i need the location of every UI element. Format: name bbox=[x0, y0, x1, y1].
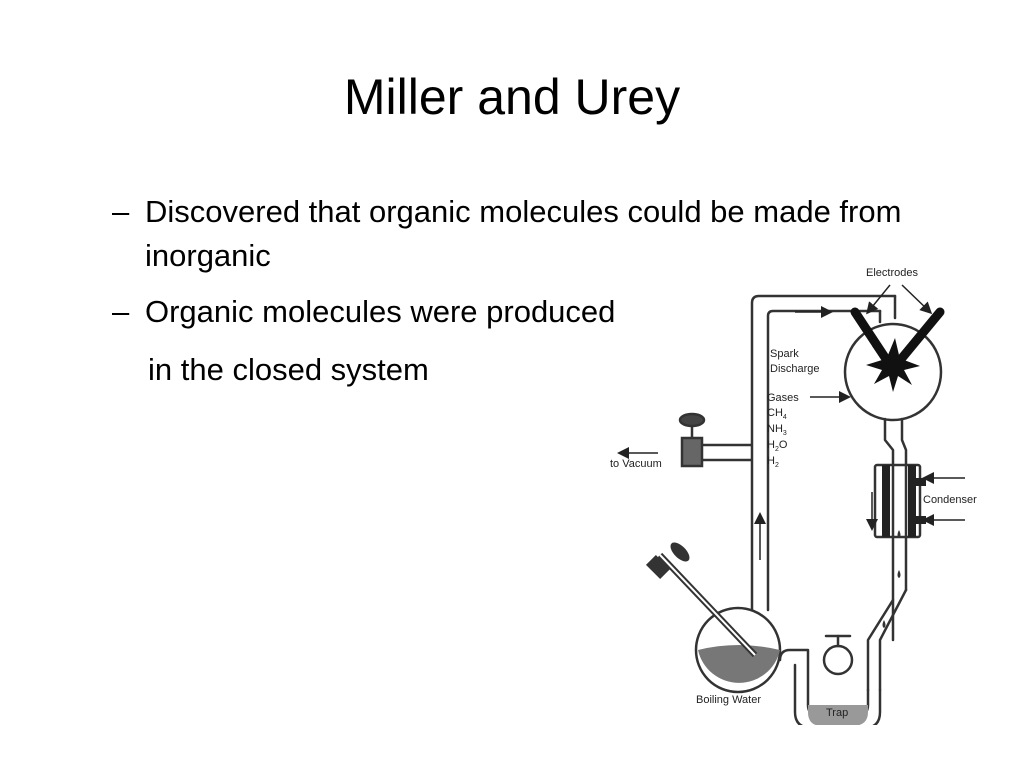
bullet-continuation: in the closed system bbox=[148, 352, 429, 387]
condenser-jacket bbox=[873, 463, 922, 539]
electrodes-label: Electrodes bbox=[866, 267, 918, 279]
condenser-label: Condenser bbox=[923, 494, 977, 506]
bullet-text: Discovered that organic molecules could … bbox=[145, 194, 902, 273]
bullet-dash: – bbox=[112, 294, 130, 329]
spark-icon bbox=[866, 338, 920, 392]
gas-ch4-label: CH4 bbox=[767, 407, 787, 421]
trap-label: Trap bbox=[826, 707, 848, 719]
bullet-dash: – bbox=[112, 194, 130, 229]
slide-title: Miller and Urey bbox=[343, 69, 681, 125]
left-tube-outer bbox=[750, 294, 897, 612]
boiling-water-label: Boiling Water bbox=[696, 694, 761, 706]
bullet-list: – Discovered that organic molecules coul… bbox=[112, 190, 972, 392]
bullet-text: Organic molecules were produced bbox=[145, 294, 616, 329]
miller-urey-apparatus-diagram: Electrodes Spark Discharge Gases CH4 NH3… bbox=[610, 267, 977, 725]
discharge-label: Discharge bbox=[770, 363, 820, 375]
vacuum-label: to Vacuum bbox=[610, 458, 662, 470]
bullet-item: – Organic molecules were produced bbox=[112, 290, 972, 334]
spark-label: Spark bbox=[770, 348, 799, 360]
bullet-item: – Discovered that organic molecules coul… bbox=[112, 190, 972, 278]
gases-label: Gases bbox=[767, 392, 799, 404]
vacuum-stopcock-icon bbox=[678, 412, 752, 468]
gas-nh3-label: NH3 bbox=[767, 423, 787, 437]
gas-h2-label: H2 bbox=[767, 455, 779, 469]
spark-chamber-sphere bbox=[843, 322, 943, 422]
boiling-water-fill bbox=[698, 645, 780, 683]
left-tube-inner bbox=[766, 309, 882, 612]
gas-h2o-label: H2O bbox=[767, 439, 788, 453]
thermometer-rod-icon bbox=[645, 542, 758, 658]
